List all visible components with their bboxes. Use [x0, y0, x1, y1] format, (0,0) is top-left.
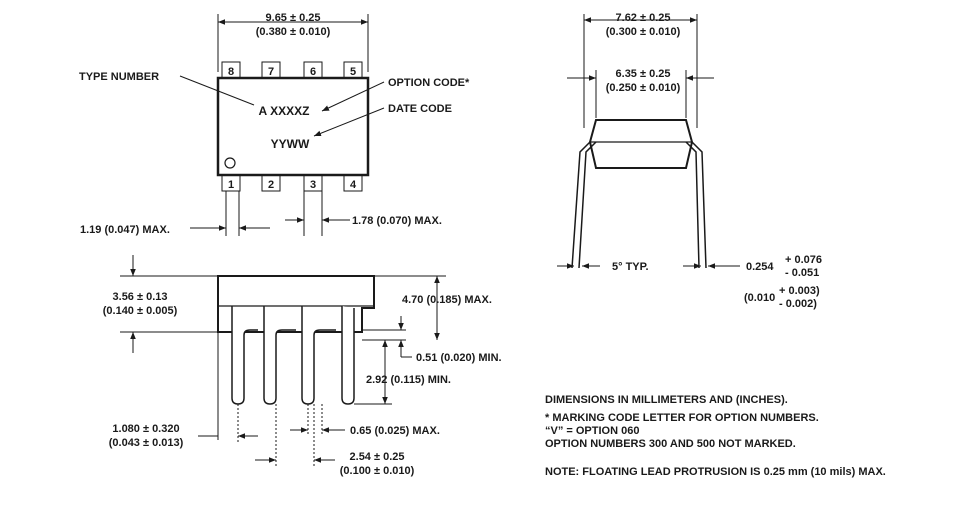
standoff-label: 0.51 (0.020) MIN.	[416, 352, 502, 364]
marking-type-code: A XXXXZ	[259, 104, 310, 118]
row-spacing-mm: 7.62 ± 0.25	[616, 12, 671, 24]
angle-label: 5° TYP.	[612, 261, 649, 273]
date-code-label: DATE CODE	[388, 103, 452, 115]
notes-block: DIMENSIONS IN MILLIMETERS AND (INCHES). …	[545, 394, 886, 479]
pin-5: 5	[350, 66, 356, 78]
lead-tol-mm-plus: + 0.076	[785, 254, 822, 266]
lead-tol-in-plus: + 0.003)	[779, 285, 820, 297]
body-width-mm: 6.35 ± 0.25	[616, 68, 671, 80]
lead-length-label: 2.92 (0.115) MIN.	[366, 374, 451, 386]
body-height-in: (0.140 ± 0.005)	[103, 305, 178, 317]
note-floating-lead: NOTE: FLOATING LEAD PROTRUSION IS 0.25 m…	[545, 466, 886, 478]
pin-1: 1	[228, 179, 234, 191]
note-option-v: “V” = OPTION 060	[545, 425, 640, 437]
overall-width-in: (0.380 ± 0.010)	[256, 26, 331, 38]
lead-width-label: 0.65 (0.025) MAX.	[350, 425, 440, 437]
pin-4: 4	[350, 179, 357, 191]
lead-thickness-in: (0.010	[744, 292, 775, 304]
end-lead-mm: 1.080 ± 0.320	[112, 423, 179, 435]
row-spacing-in: (0.300 ± 0.010)	[606, 26, 681, 38]
note-marking-code: * MARKING CODE LETTER FOR OPTION NUMBERS…	[545, 412, 819, 424]
pin-7: 7	[268, 66, 274, 78]
end-view	[557, 14, 740, 269]
type-number-label: TYPE NUMBER	[79, 71, 159, 83]
option-code-label: OPTION CODE*	[388, 77, 470, 89]
top-view	[179, 14, 385, 236]
pitch-in: (0.100 ± 0.010)	[340, 465, 415, 477]
total-height-label: 4.70 (0.185) MAX.	[402, 294, 492, 306]
pin-8: 8	[228, 66, 234, 78]
note-not-marked: OPTION NUMBERS 300 AND 500 NOT MARKED.	[545, 438, 796, 450]
pin-3: 3	[310, 179, 316, 191]
lead-tol-in-minus: - 0.002)	[779, 298, 817, 310]
end-lead-in: (0.043 ± 0.013)	[109, 437, 184, 449]
pin-2: 2	[268, 179, 274, 191]
lead-width-max-label: 1.78 (0.070) MAX.	[352, 215, 442, 227]
lead-thickness-mm: 0.254	[746, 261, 774, 273]
side-view	[120, 255, 446, 468]
pin-6: 6	[310, 66, 316, 78]
overall-width-mm: 9.65 ± 0.25	[266, 12, 321, 24]
lead-width-min-label: 1.19 (0.047) MAX.	[80, 224, 170, 236]
body-width-in: (0.250 ± 0.010)	[606, 82, 681, 94]
lead-tol-mm-minus: - 0.051	[785, 267, 819, 279]
marking-date-code: YYWW	[271, 137, 310, 151]
pitch-mm: 2.54 ± 0.25	[350, 451, 405, 463]
body-height-mm: 3.56 ± 0.13	[113, 291, 168, 303]
note-units: DIMENSIONS IN MILLIMETERS AND (INCHES).	[545, 394, 788, 406]
